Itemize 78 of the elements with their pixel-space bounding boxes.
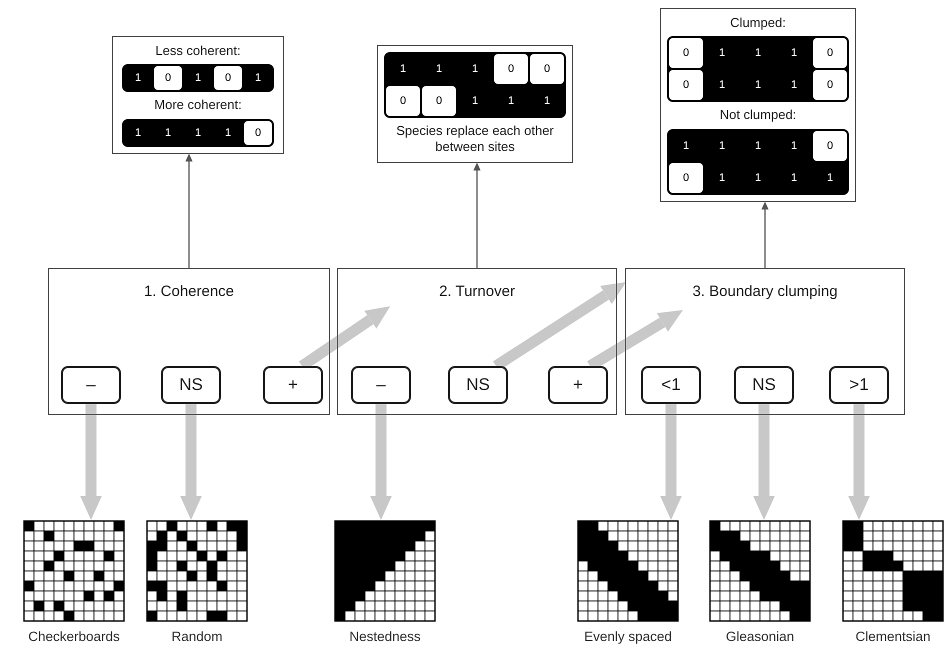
pattern-caption: Evenly spaced: [584, 629, 672, 644]
matrix-value: 1: [669, 130, 703, 160]
example-heading: Clumped:: [730, 15, 786, 32]
outcome-tag: >1: [829, 366, 889, 404]
arrow: [370, 404, 392, 520]
example-card: [377, 45, 573, 162]
arrow: [185, 154, 193, 268]
matrix-value: 1: [244, 66, 272, 90]
matrix-value: 1: [124, 66, 152, 90]
matrix-value: 1: [741, 130, 775, 160]
matrix-value: 1: [741, 38, 775, 68]
outcome-tag: NS: [734, 366, 794, 404]
outcome-tag: –: [61, 366, 121, 404]
matrix-value: 1: [705, 38, 739, 68]
panel-title: 1. Coherence: [142, 283, 236, 300]
matrix-value: 1: [705, 130, 739, 160]
matrix-value: 1: [813, 162, 847, 192]
matrix-value: 0: [669, 162, 703, 192]
example-heading: Less coherent:: [155, 43, 241, 60]
matrix-value: 1: [214, 120, 242, 144]
matrix-value: 0: [813, 130, 847, 160]
matrix-value: 1: [422, 54, 456, 84]
arrow: [660, 404, 682, 520]
outcome-tag: NS: [161, 366, 221, 404]
matrix-value: 0: [386, 86, 420, 116]
matrix-value: 0: [244, 120, 272, 144]
example-heading: Species replace each other between sites: [395, 123, 555, 156]
panel-title: 2. Turnover: [438, 283, 516, 300]
matrix-value: 0: [813, 38, 847, 68]
panel-title: 3. Boundary clumping: [691, 283, 839, 300]
matrix-value: 0: [669, 70, 703, 100]
matrix-value: 1: [741, 70, 775, 100]
pattern-caption: Nestedness: [349, 629, 421, 644]
matrix-value: 1: [386, 54, 420, 84]
outcome-tag: NS: [448, 366, 508, 404]
matrix-value: 1: [184, 66, 212, 90]
matrix-value: 1: [124, 120, 152, 144]
matrix-value: 0: [422, 86, 456, 116]
outcome-tag: <1: [641, 366, 701, 404]
arrow: [180, 404, 202, 520]
matrix-value: 0: [154, 66, 182, 90]
matrix-value: 0: [813, 70, 847, 100]
pattern-caption: Checkerboards: [28, 629, 120, 644]
matrix-value: 1: [184, 120, 212, 144]
matrix-value: 1: [458, 86, 492, 116]
example-heading: Not clumped:: [720, 107, 796, 124]
measure-panel: [337, 268, 617, 415]
pattern-caption: Gleasonian: [726, 629, 794, 644]
pattern-caption: Clementsian: [855, 629, 931, 644]
example-heading: More coherent:: [154, 97, 242, 114]
matrix-value: 0: [494, 54, 528, 84]
outcome-tag: –: [351, 366, 411, 404]
matrix-value: 1: [777, 38, 811, 68]
arrow: [753, 404, 775, 520]
measure-panel: [625, 268, 905, 415]
matrix-value: 0: [214, 66, 242, 90]
arrow: [80, 404, 102, 520]
matrix-value: 1: [777, 130, 811, 160]
matrix-value: 0: [669, 38, 703, 68]
outcome-tag: +: [548, 366, 608, 404]
example-card: [660, 8, 856, 202]
matrix-value: 1: [458, 54, 492, 84]
matrix-value: 1: [741, 162, 775, 192]
pattern-caption: Random: [171, 629, 223, 644]
arrow: [473, 162, 481, 268]
matrix-value: 0: [530, 54, 564, 84]
matrix-value: 1: [777, 70, 811, 100]
matrix-value: 1: [705, 70, 739, 100]
matrix-value: 1: [705, 162, 739, 192]
arrow: [761, 202, 769, 268]
outcome-tag: +: [263, 366, 323, 404]
matrix-value: 1: [777, 162, 811, 192]
arrow: [848, 404, 870, 520]
matrix-value: 1: [154, 120, 182, 144]
matrix-value: 1: [530, 86, 564, 116]
matrix-value: 1: [494, 86, 528, 116]
measure-panel: [48, 268, 330, 415]
example-card: [112, 36, 284, 154]
